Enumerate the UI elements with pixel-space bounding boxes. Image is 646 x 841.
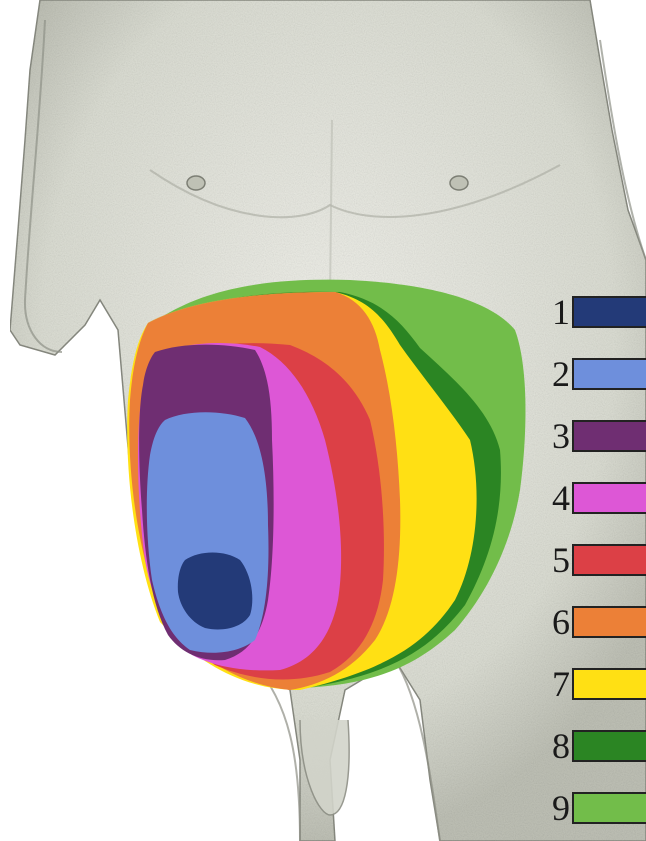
legend-item-9: 9 <box>540 788 646 828</box>
legend-swatch <box>572 730 646 762</box>
legend-label: 8 <box>546 726 570 766</box>
left-nipple <box>187 176 205 190</box>
legend-item-8: 8 <box>540 726 646 766</box>
legend-label: 2 <box>546 354 570 394</box>
legend-item-1: 1 <box>540 292 646 332</box>
legend-swatch <box>572 668 646 700</box>
legend-item-6: 6 <box>540 602 646 642</box>
legend-item-5: 5 <box>540 540 646 580</box>
legend-swatch <box>572 606 646 638</box>
right-nipple <box>450 176 468 190</box>
legend-label: 9 <box>546 788 570 828</box>
legend-label: 3 <box>546 416 570 456</box>
legend-item-7: 7 <box>540 664 646 704</box>
legend-swatch <box>572 544 646 576</box>
legend-swatch <box>572 482 646 514</box>
legend-swatch <box>572 358 646 390</box>
legend-label: 1 <box>546 292 570 332</box>
legend-swatch <box>572 792 646 824</box>
legend-swatch <box>572 296 646 328</box>
legend-label: 7 <box>546 664 570 704</box>
legend-item-3: 3 <box>540 416 646 456</box>
legend-label: 6 <box>546 602 570 642</box>
legend-item-2: 2 <box>540 354 646 394</box>
legend-label: 4 <box>546 478 570 518</box>
legend-swatch <box>572 420 646 452</box>
legend-item-4: 4 <box>540 478 646 518</box>
legend-label: 5 <box>546 540 570 580</box>
